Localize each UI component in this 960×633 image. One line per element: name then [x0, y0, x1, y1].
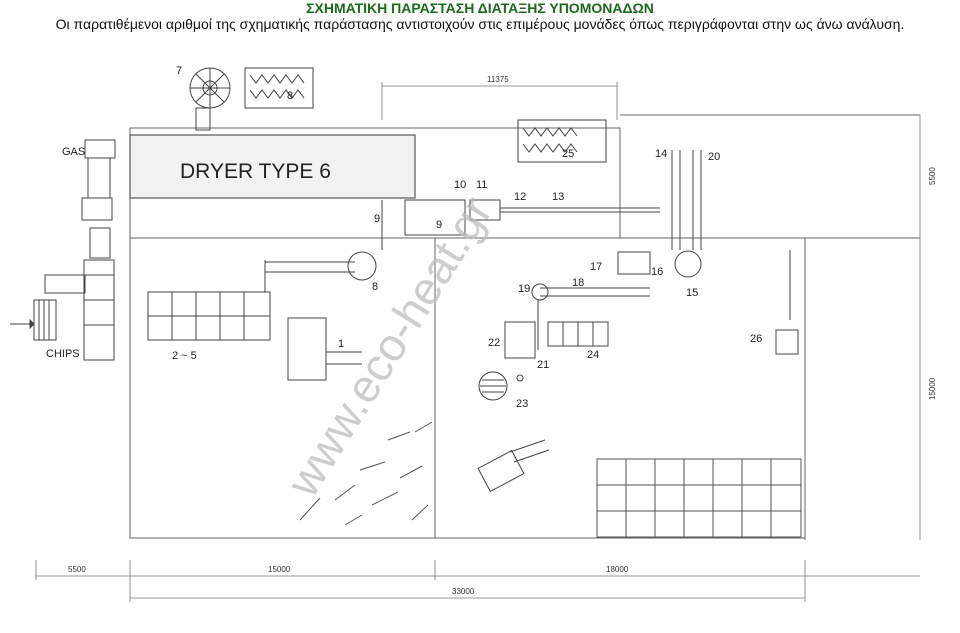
unit-7-fan	[189, 67, 231, 131]
dim-right-top: 5500	[928, 167, 937, 185]
unit-9-left-label: 9	[374, 213, 380, 225]
gas-label: GAS	[62, 146, 85, 158]
unit-7-label: 7	[176, 65, 182, 77]
units-10-13-line	[469, 199, 660, 221]
watermark-text: www.eco-heat.gr	[276, 187, 502, 506]
chips-label: CHIPS	[46, 348, 80, 360]
unit-23-label: 23	[516, 398, 528, 410]
dim-bottom-left: 5500	[68, 565, 86, 574]
unit-2-5-label: 2 ~ 5	[172, 350, 197, 362]
page-subtitle: Οι παρατιθέμενοι αριθμοί της σχηματικής …	[55, 16, 905, 32]
unit-21-label: 21	[537, 359, 549, 371]
unit-26-label: 26	[750, 333, 762, 345]
unit-8-top-label: 8	[287, 90, 293, 102]
unit-2-5-screens	[147, 291, 271, 341]
unit-25-heater	[517, 119, 607, 163]
pallet-storage	[596, 458, 802, 538]
log-pile	[299, 421, 433, 526]
units-18-19-line	[531, 283, 650, 350]
unit-1-label: 1	[338, 338, 344, 350]
unit-25-label: 25	[562, 148, 574, 160]
dim-bottom-total: 33000	[452, 587, 475, 596]
page-title: ΣΧΗΜΑΤΙΚΗ ΠΑΡΑΣΤΑΣΗ ΔΙΑΤΑΞΗΣ ΥΠΟΜΟΝΑΔΩΝ	[306, 0, 654, 16]
dim-top: 11375	[487, 75, 509, 84]
forklift	[477, 439, 550, 493]
unit-16-label: 16	[651, 266, 663, 278]
unit-18-label: 18	[572, 277, 584, 289]
unit-12-label: 12	[514, 191, 526, 203]
unit-17-label: 17	[590, 261, 602, 273]
unit-14-label: 14	[655, 148, 667, 160]
unit-22-label: 22	[488, 337, 500, 349]
unit-9-conveyor	[381, 199, 466, 250]
unit-11-label: 11	[476, 179, 487, 191]
unit-24-label: 24	[587, 349, 599, 361]
units-14-20-elevator	[617, 150, 702, 278]
unit-15-label: 15	[686, 287, 698, 299]
unit-8-lower-label: 8	[372, 281, 378, 293]
unit-9-right-label: 9	[436, 219, 442, 231]
unit-20-label: 20	[708, 151, 720, 163]
unit-8-heater-top	[244, 67, 314, 109]
unit-13-label: 13	[552, 191, 564, 203]
unit-26-equipment	[775, 250, 799, 355]
dryer-unit	[129, 134, 416, 199]
units-21-24-presses	[504, 321, 609, 359]
unit-1-hopper	[287, 317, 362, 381]
dryer-label: DRYER TYPE 6	[180, 160, 331, 183]
dim-bottom-mid: 15000	[268, 565, 291, 574]
unit-10-label: 10	[454, 179, 466, 191]
gas-burner-column	[44, 139, 116, 361]
unit-19-label: 19	[518, 283, 530, 295]
conveyor-line	[264, 251, 377, 292]
dim-bottom-right: 18000	[606, 565, 629, 574]
dimension-lines	[35, 82, 921, 602]
right-hall-outline	[434, 237, 806, 539]
dim-right-bottom: 15000	[928, 377, 937, 400]
chips-feeder	[10, 299, 57, 341]
unit-23-table	[478, 371, 524, 401]
